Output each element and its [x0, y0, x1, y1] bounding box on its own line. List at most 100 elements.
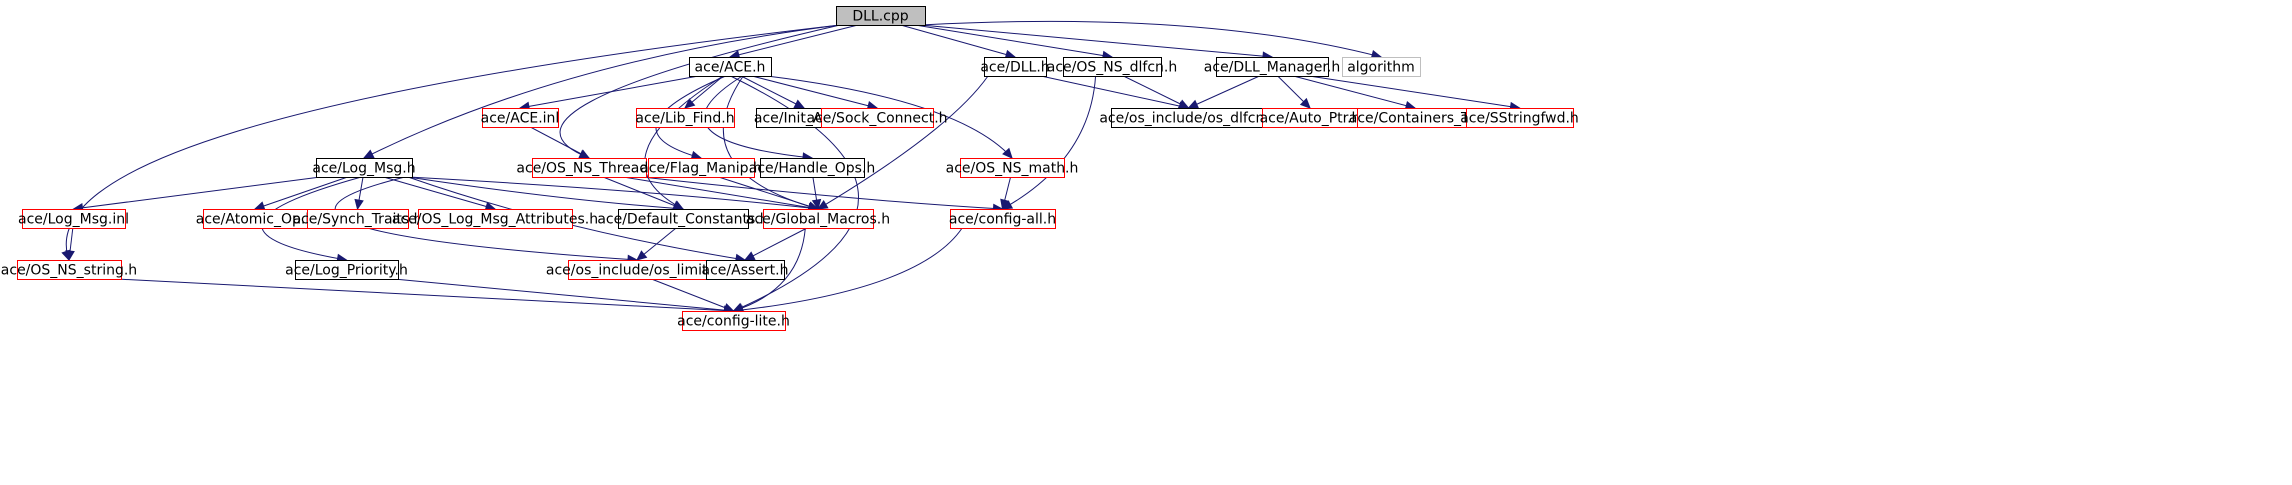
node-config-lite-h[interactable]: ace/config-lite.h	[677, 311, 790, 331]
node-box	[636, 108, 735, 128]
node-box	[307, 209, 409, 229]
edge-line	[116, 278, 734, 312]
node-label: ace/Default_Constants.h	[597, 212, 768, 228]
node-box	[821, 108, 934, 128]
node-os-ns-string-h[interactable]: ace/OS_NS_string.h	[1, 260, 137, 280]
node-os-ns-thread-h[interactable]: ace/OS_NS_Thread.h	[516, 158, 662, 178]
edge-arrowhead	[636, 250, 648, 261]
edge-line	[751, 75, 878, 109]
edge-global_macros_h-to-assert_h	[743, 227, 808, 261]
edge-line	[920, 20, 1382, 58]
edge-line	[530, 126, 590, 159]
node-label: ace/config-all.h	[949, 212, 1056, 228]
node-box	[17, 260, 122, 280]
edge-line	[519, 75, 699, 109]
node-box	[960, 158, 1065, 178]
edge-os_ns_dlfcn_h-to-config_all_h	[1001, 75, 1097, 210]
edge-line	[254, 176, 348, 210]
edges-layer	[61, 20, 1521, 316]
node-dll-manager-h[interactable]: ace/DLL_Manager.h	[1204, 57, 1340, 77]
node-label: ace/Assert.h	[702, 263, 789, 279]
edge-ace_h-to-sock_connect_h	[751, 75, 879, 111]
edge-line	[602, 176, 684, 210]
node-handle-ops-h[interactable]: ace/Handle_Ops.h	[749, 158, 876, 178]
node-os-ns-dlfcn-h[interactable]: ace/OS_NS_dlfcn.h	[1047, 57, 1177, 77]
node-global-macros-h[interactable]: ace/Global_Macros.h	[746, 209, 890, 229]
edge-dll_h-to-os_dlfcn_h	[1040, 75, 1190, 111]
node-box	[1063, 57, 1162, 77]
node-label: ace/Atomic_Op.h	[196, 212, 314, 228]
node-box	[316, 158, 413, 178]
node-label: ace/OS_NS_math.h	[946, 161, 1079, 177]
edge-line	[900, 24, 1016, 58]
edge-line	[1123, 75, 1189, 109]
node-ace-h[interactable]: ace/ACE.h	[689, 57, 772, 77]
node-label: DLL.cpp	[852, 9, 908, 25]
edge-line	[651, 278, 734, 312]
edge-arrowhead	[578, 149, 591, 159]
edge-ace_h-to-lib_find_h	[684, 75, 724, 109]
edge-line	[393, 278, 734, 312]
edge-line	[383, 176, 496, 210]
node-label: ace/os_include/os_dlfcn.h	[1099, 111, 1277, 127]
edge-dll_h-to-global_macros_h	[816, 75, 989, 210]
edge-arrowhead	[684, 98, 696, 109]
edge-ace_h-to-default_constants_h	[644, 75, 724, 210]
node-box	[984, 57, 1047, 77]
edge-arrowhead	[362, 149, 375, 159]
edge-log_msg_h-to-atomic_op_h	[253, 176, 348, 211]
edge-line	[722, 75, 819, 210]
node-box	[418, 209, 573, 229]
node-lib-find-h[interactable]: ace/Lib_Find.h	[635, 108, 735, 128]
edge-ace_inl-to-os_ns_thread_h	[530, 126, 591, 159]
node-box	[618, 209, 749, 229]
node-os-ns-math-h[interactable]: ace/OS_NS_math.h	[946, 158, 1079, 178]
node-log-priority-h[interactable]: ace/Log_Priority.h	[285, 260, 408, 280]
node-os-dlfcn-h[interactable]: ace/os_include/os_dlfcn.h	[1099, 108, 1278, 128]
edge-log_msg_h-to-default_constants_h	[407, 176, 685, 214]
node-auto-ptr-h[interactable]: ace/Auto_Ptr.h	[1260, 108, 1361, 128]
node-label: ace/DLL_Manager.h	[1204, 60, 1340, 76]
node-box	[482, 108, 559, 128]
node-label: ace/Log_Priority.h	[285, 263, 408, 279]
node-os-log-msg-attributes-h[interactable]: ace/OS_Log_Msg_Attributes.h	[392, 209, 598, 229]
node-assert-h[interactable]: ace/Assert.h	[702, 260, 789, 280]
edge-dll_cpp-to-algorithm	[920, 20, 1383, 60]
edge-os_ns_thread_h-to-default_constants_h	[602, 176, 685, 210]
node-label: ace/Auto_Ptr.h	[1260, 111, 1361, 127]
node-sock-connect-h[interactable]: ace/Sock_Connect.h	[806, 108, 948, 128]
edge-default_constants_h-to-os_limits_h	[636, 227, 677, 261]
node-box	[532, 158, 647, 178]
edge-dll_manager_h-to-os_dlfcn_h	[1187, 75, 1260, 109]
edge-arrowhead	[811, 198, 822, 211]
edge-dll_cpp-to-os_ns_dlfcn_h	[915, 24, 1114, 61]
node-sstringfwd-h[interactable]: ace/SStringfwd.h	[1460, 108, 1579, 128]
node-box	[760, 158, 865, 178]
node-synch-traits-h[interactable]: ace/Synch_Traits.h	[292, 209, 423, 229]
edge-arrowhead	[722, 303, 735, 312]
node-dll-h[interactable]: ace/DLL.h	[980, 57, 1050, 77]
node-ace-inl[interactable]: ace/ACE.inl	[481, 108, 560, 128]
node-os-limits-h[interactable]: ace/os_include/os_limits.h	[546, 260, 728, 280]
node-log-msg-inl[interactable]: ace/Log_Msg.inl	[18, 209, 129, 229]
edge-os_ns_math_h-to-config_all_h	[1000, 176, 1012, 211]
node-flag-manip-h[interactable]: ace/Flag_Manip.h	[640, 158, 762, 178]
edge-line	[920, 24, 1273, 58]
node-log-msg-h[interactable]: ace/Log_Msg.h	[312, 158, 416, 178]
node-label: ace/Lib_Find.h	[635, 111, 734, 127]
edge-line	[703, 75, 813, 159]
edge-arrowhead	[1002, 147, 1013, 159]
node-label: ace/os_include/os_limits.h	[546, 263, 728, 279]
edge-log_priority_h-to-config_lite_h	[393, 278, 735, 315]
node-config-all-h[interactable]: ace/config-all.h	[949, 209, 1056, 229]
node-label: ace/Handle_Ops.h	[749, 161, 876, 177]
edge-line	[1293, 75, 1416, 109]
node-default-constants-h[interactable]: ace/Default_Constants.h	[597, 209, 769, 229]
edge-arrowhead	[816, 200, 829, 210]
edge-log_msg_h-to-log_msg_inl	[72, 176, 321, 213]
node-label: ace/OS_NS_string.h	[1, 263, 137, 279]
edge-ace_h-to-init_ace_h	[740, 75, 806, 109]
edge-arrowhead	[1177, 99, 1190, 109]
node-containers-t-h[interactable]: ace/Containers_T.h	[1349, 108, 1482, 128]
node-label: ace/OS_NS_dlfcn.h	[1047, 60, 1177, 76]
